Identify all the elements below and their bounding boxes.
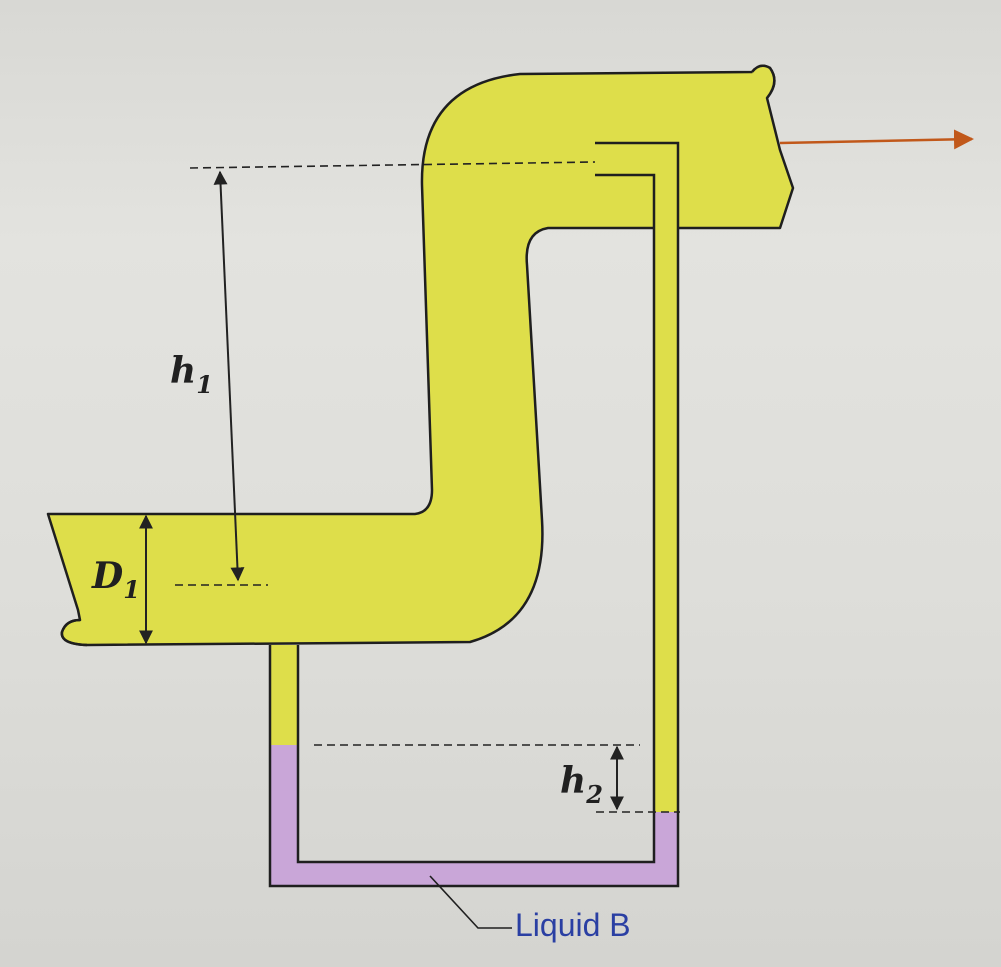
flow-direction-arrow (779, 129, 974, 150)
pipe-outlet-rim (751, 64, 776, 99)
liquid-b-label: Liquid B (515, 907, 631, 943)
d1-label: D1 (91, 555, 140, 604)
h2-label: h2 (560, 760, 603, 809)
pipe-body (46, 64, 795, 647)
pipe-inlet-edge (60, 618, 88, 647)
manometer-tube-inner (296, 173, 656, 864)
h1-dimension-arrow (213, 170, 245, 582)
manometer-tube-outer (268, 141, 680, 888)
liquid-b-leader-line (429, 875, 512, 929)
h1-label: h1 (170, 350, 213, 399)
liquid-b-region (270, 745, 678, 886)
manometer-fluid-right (595, 143, 678, 812)
h1-top-reference-line (189, 161, 596, 169)
manometer-fluid-left (270, 645, 298, 745)
